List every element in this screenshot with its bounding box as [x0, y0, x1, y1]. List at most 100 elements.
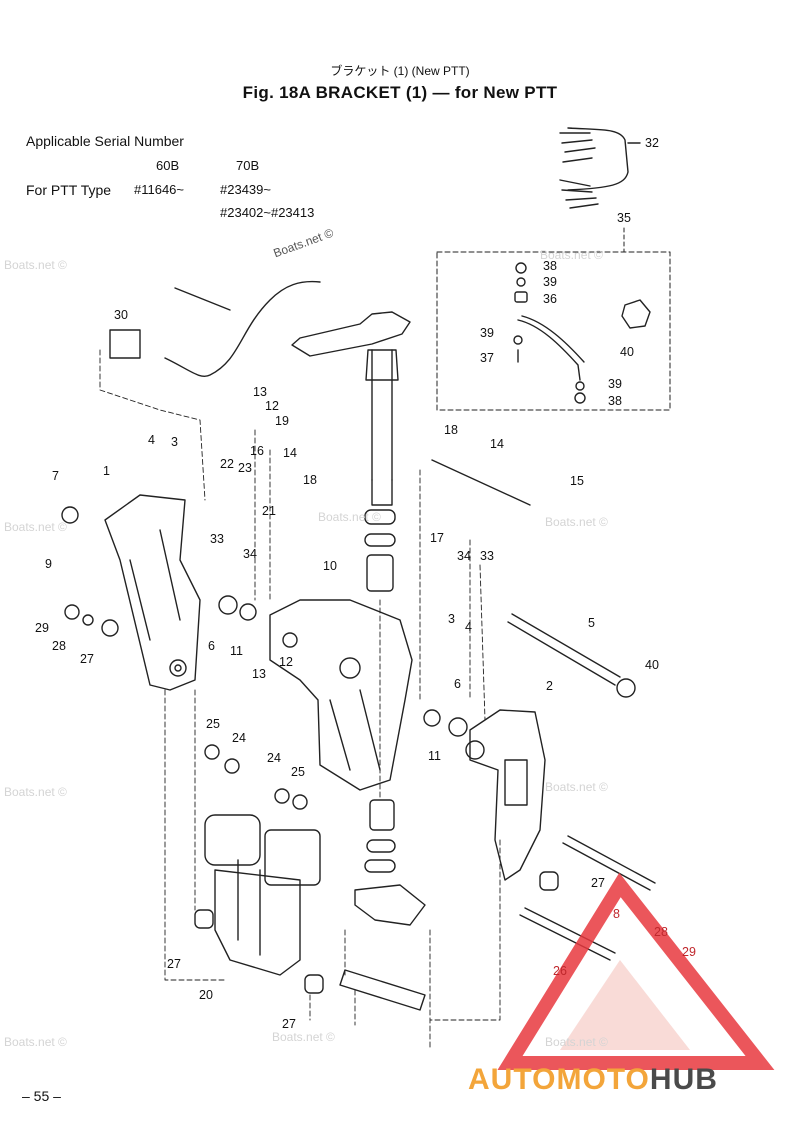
part-callout: 38	[543, 259, 557, 273]
watermark: Boats.net ©	[4, 258, 67, 272]
part-callout: 25	[291, 765, 305, 779]
part-callout: 17	[430, 531, 444, 545]
part-callout: 1	[103, 464, 110, 478]
thru-tube-26	[519, 907, 616, 961]
serial-heading: Applicable Serial Number	[26, 133, 184, 149]
part-callout: 16	[250, 444, 264, 458]
part-callout: 38	[608, 394, 622, 408]
part-callout: 6	[454, 677, 461, 691]
thru-tube-8	[562, 835, 656, 891]
part-callout: 35	[617, 211, 631, 225]
part-callout: 4	[465, 620, 472, 634]
serial-col-60b: 60B	[156, 158, 180, 173]
serial-70b-range: #23402~#23413	[220, 205, 315, 220]
tilt-link-rod	[513, 262, 651, 404]
part-callout: 14	[283, 446, 297, 460]
brand-part2: HUB	[649, 1063, 718, 1096]
ptt-unit-20	[204, 814, 321, 976]
part-callout: 14	[490, 437, 504, 451]
part-callout: 3	[171, 435, 178, 449]
watermark: Boats.net ©	[545, 515, 608, 529]
part-callout: 27	[167, 957, 181, 971]
part-callout: 8	[613, 907, 620, 921]
part-callout: 18	[444, 423, 458, 437]
part-callout: 27	[282, 1017, 296, 1031]
part-callout: 13	[253, 385, 267, 399]
part-callout: 6	[208, 639, 215, 653]
part-callout: 4	[148, 433, 155, 447]
part-callout: 39	[608, 377, 622, 391]
part-callout: 11	[230, 644, 243, 658]
part-callout: 36	[543, 292, 557, 306]
part-callout: 40	[645, 658, 659, 672]
part-callout: 30	[114, 308, 128, 322]
part-callout: 19	[275, 414, 289, 428]
part-callout: 7	[52, 469, 59, 483]
serial-col-70b: 70B	[236, 158, 260, 173]
part-callout: 34	[457, 549, 471, 563]
tilt-rod-assembly-box	[436, 251, 671, 411]
watermark: Boats.net ©	[318, 510, 381, 524]
lower-mount-bracket	[354, 884, 426, 926]
brand-logo	[497, 872, 775, 1070]
part-callout: 12	[265, 399, 279, 413]
serial-70b-value: #23439~	[220, 182, 271, 197]
part-callout: 9	[45, 557, 52, 571]
part-callout: 21	[262, 504, 276, 518]
part-callout: 22	[220, 457, 234, 471]
watermark: Boats.net ©	[4, 785, 67, 799]
part-callout: 5	[588, 616, 595, 630]
part-callout: 33	[210, 532, 224, 546]
page-title: Fig. 18A BRACKET (1) — for New PTT	[242, 83, 558, 102]
part-callout: 27	[591, 876, 605, 890]
brand-wordmark: AUTOMOTOHUB	[468, 1063, 718, 1097]
tilt-tube-5	[507, 613, 621, 686]
brand-part1: AUTOMOTO	[468, 1063, 650, 1096]
title-japanese: ブラケット (1) (New PTT)	[330, 64, 470, 78]
part-callout: 10	[323, 559, 337, 573]
clamp-bracket-2	[465, 709, 546, 881]
part-callout: 23	[238, 461, 252, 475]
part-callout: 24	[267, 751, 281, 765]
part-callout: 18	[303, 473, 317, 487]
part-callout: 15	[570, 474, 584, 488]
serial-row-label: For PTT Type	[26, 182, 112, 198]
swivel-bracket-10	[269, 599, 413, 791]
part-callout: 28	[654, 925, 668, 939]
part-callout: 28	[52, 639, 66, 653]
wire-harness-32	[559, 127, 641, 209]
watermark: Boats.net ©	[4, 520, 67, 534]
clamp-bracket-1	[61, 494, 201, 691]
part-callout: 26	[553, 964, 567, 978]
part-callout: 29	[35, 621, 49, 635]
part-callout: 39	[480, 326, 494, 340]
part-callout: 32	[645, 136, 659, 150]
part-callout: 12	[279, 655, 293, 669]
watermark: Boats.net ©	[4, 1035, 67, 1049]
serial-60b-value: #11646~	[134, 182, 185, 197]
part-callout: 34	[243, 547, 257, 561]
cable-30	[109, 280, 321, 377]
part-callout: 33	[480, 549, 494, 563]
steering-shaft	[291, 311, 411, 506]
watermark: Boats.net ©	[545, 1035, 608, 1049]
part-callout: 40	[620, 345, 634, 359]
part-callout: 20	[199, 988, 213, 1002]
page-number: – 55 –	[22, 1088, 61, 1104]
part-callout: 2	[546, 679, 553, 693]
anode-plate	[339, 969, 426, 1011]
part-callout: 29	[682, 945, 696, 959]
part-callout: 37	[480, 351, 494, 365]
part-callout: 39	[543, 275, 557, 289]
part-callout: 25	[206, 717, 220, 731]
shaft-14	[431, 459, 531, 506]
part-callout: 11	[428, 749, 441, 763]
part-callout: 3	[448, 612, 455, 626]
part-callout: 27	[80, 652, 94, 666]
part-callout: 24	[232, 731, 246, 745]
part-callout: 13	[252, 667, 266, 681]
watermark: Boats.net ©	[545, 780, 608, 794]
watermark: Boats.net ©	[272, 1030, 335, 1044]
watermark: Boats.net ©	[540, 248, 603, 262]
